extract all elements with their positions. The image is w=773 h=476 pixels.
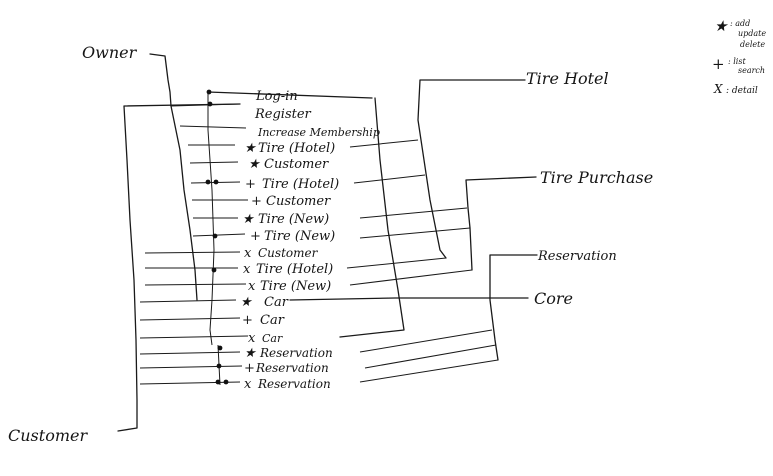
function-symbol: + bbox=[242, 313, 253, 328]
function-symbol: + bbox=[244, 361, 255, 376]
legend-x-line1: : detail bbox=[726, 86, 758, 96]
legend-star-line1: : add bbox=[730, 19, 750, 28]
owner-spine bbox=[170, 105, 198, 301]
function-car-add: Car bbox=[264, 295, 289, 310]
function-symbol: + bbox=[250, 229, 261, 244]
function-register: Register bbox=[254, 107, 312, 122]
h-increase bbox=[179, 125, 247, 129]
legend-plus-icon: + bbox=[712, 55, 725, 73]
tire-purchase-bracket bbox=[465, 176, 537, 271]
tire-hotel-bracket bbox=[417, 79, 526, 259]
reservation-to-list bbox=[364, 344, 497, 369]
tire-hotel-to-add bbox=[349, 139, 419, 148]
h-reservation-list bbox=[139, 365, 243, 369]
function-symbol: ★ bbox=[244, 141, 257, 156]
tire-hotel-to-detail bbox=[346, 257, 447, 269]
function-box-top bbox=[207, 91, 373, 99]
function-symbol: x bbox=[248, 279, 256, 294]
junction-dot bbox=[213, 179, 219, 185]
function-tire-new-list: Tire (New) bbox=[264, 229, 335, 244]
tire-hotel-to-list bbox=[353, 174, 426, 184]
h-reservation-detail bbox=[139, 381, 241, 385]
reservation-bracket bbox=[489, 254, 538, 361]
legend-plus-line2: search bbox=[738, 66, 765, 75]
function-tire-new-detail: Tire (New) bbox=[260, 279, 331, 294]
legend: ★ : add update delete + : list search X … bbox=[712, 17, 766, 96]
function-car-detail: Car bbox=[262, 332, 283, 345]
group-tire-hotel: Tire Hotel bbox=[526, 69, 609, 88]
legend-plus-line1: : list bbox=[728, 57, 746, 66]
actor-owner: Owner bbox=[82, 43, 138, 62]
function-symbol: x bbox=[243, 262, 251, 277]
customer-spine bbox=[117, 103, 241, 432]
junction-dot bbox=[215, 379, 221, 385]
junction-dot bbox=[216, 363, 222, 369]
legend-star-icon: ★ bbox=[714, 17, 729, 35]
junction-dot bbox=[223, 379, 229, 385]
function-car-list: Car bbox=[260, 313, 285, 328]
tire-purchase-to-detail bbox=[349, 269, 473, 286]
function-symbol: ★ bbox=[240, 295, 253, 310]
function-symbol: + bbox=[245, 177, 256, 192]
actor-customer: Customer bbox=[8, 426, 88, 445]
tire-purchase-to-add bbox=[359, 207, 468, 219]
h-tire-new-list bbox=[192, 233, 246, 237]
legend-star-line2: update bbox=[738, 29, 766, 38]
function-tire-hotel-add: Tire (Hotel) bbox=[258, 141, 335, 156]
function-customer-detail: Customer bbox=[258, 246, 319, 260]
junction-dot bbox=[212, 233, 218, 239]
function-customer-add: Customer bbox=[264, 157, 329, 172]
reservation-to-detail bbox=[359, 359, 499, 383]
h-customer-detail bbox=[144, 251, 241, 254]
function-tire-new-add: Tire (New) bbox=[258, 212, 329, 227]
function-symbol: x bbox=[244, 377, 252, 392]
h-tire-new-detail bbox=[144, 283, 247, 286]
group-core: Core bbox=[534, 289, 573, 308]
reservation-to-add bbox=[359, 329, 493, 353]
function-box-right bbox=[339, 97, 405, 338]
function-symbol: x bbox=[248, 331, 256, 346]
legend-x-icon: X bbox=[713, 82, 723, 96]
junction-dot bbox=[206, 89, 212, 95]
connector-lines bbox=[117, 53, 538, 432]
h-car-add bbox=[139, 299, 237, 303]
function-tire-hotel-detail: Tire (Hotel) bbox=[256, 262, 333, 277]
function-symbol: ★ bbox=[248, 157, 261, 172]
junction-dot bbox=[207, 101, 213, 107]
function-tire-hotel-list: Tire (Hotel) bbox=[262, 177, 339, 192]
function-customer-list: Customer bbox=[266, 194, 331, 209]
h-car-detail bbox=[139, 335, 249, 339]
function-symbol: ★ bbox=[242, 212, 255, 227]
h-customer-add bbox=[189, 161, 239, 164]
function-symbol: + bbox=[251, 194, 262, 209]
function-reservation-detail: Reservation bbox=[257, 377, 331, 391]
group-tire-purchase: Tire Purchase bbox=[540, 168, 653, 187]
function-reservation-add: Reservation bbox=[259, 346, 333, 360]
junction-dots bbox=[205, 89, 229, 385]
legend-star-line3: delete bbox=[740, 40, 765, 49]
inner-spine-1 bbox=[207, 92, 215, 346]
function-list: Log-in Register Increase Membership ★ Ti… bbox=[240, 89, 380, 392]
junction-dot bbox=[217, 345, 223, 351]
function-login: Log-in bbox=[255, 89, 298, 104]
owner-lead-line bbox=[149, 53, 172, 107]
function-symbol: x bbox=[244, 246, 252, 261]
h-reservation-add bbox=[139, 351, 241, 355]
junction-dot bbox=[205, 179, 211, 185]
junction-dot bbox=[211, 267, 217, 273]
function-reservation-list: Reservation bbox=[255, 361, 329, 375]
function-increase-membership: Increase Membership bbox=[257, 126, 380, 139]
function-symbol: ★ bbox=[244, 346, 257, 361]
h-login bbox=[170, 103, 241, 107]
h-car-list bbox=[139, 317, 241, 321]
tire-purchase-to-list bbox=[359, 227, 471, 239]
core-line bbox=[289, 297, 529, 301]
group-reservation: Reservation bbox=[537, 249, 617, 264]
